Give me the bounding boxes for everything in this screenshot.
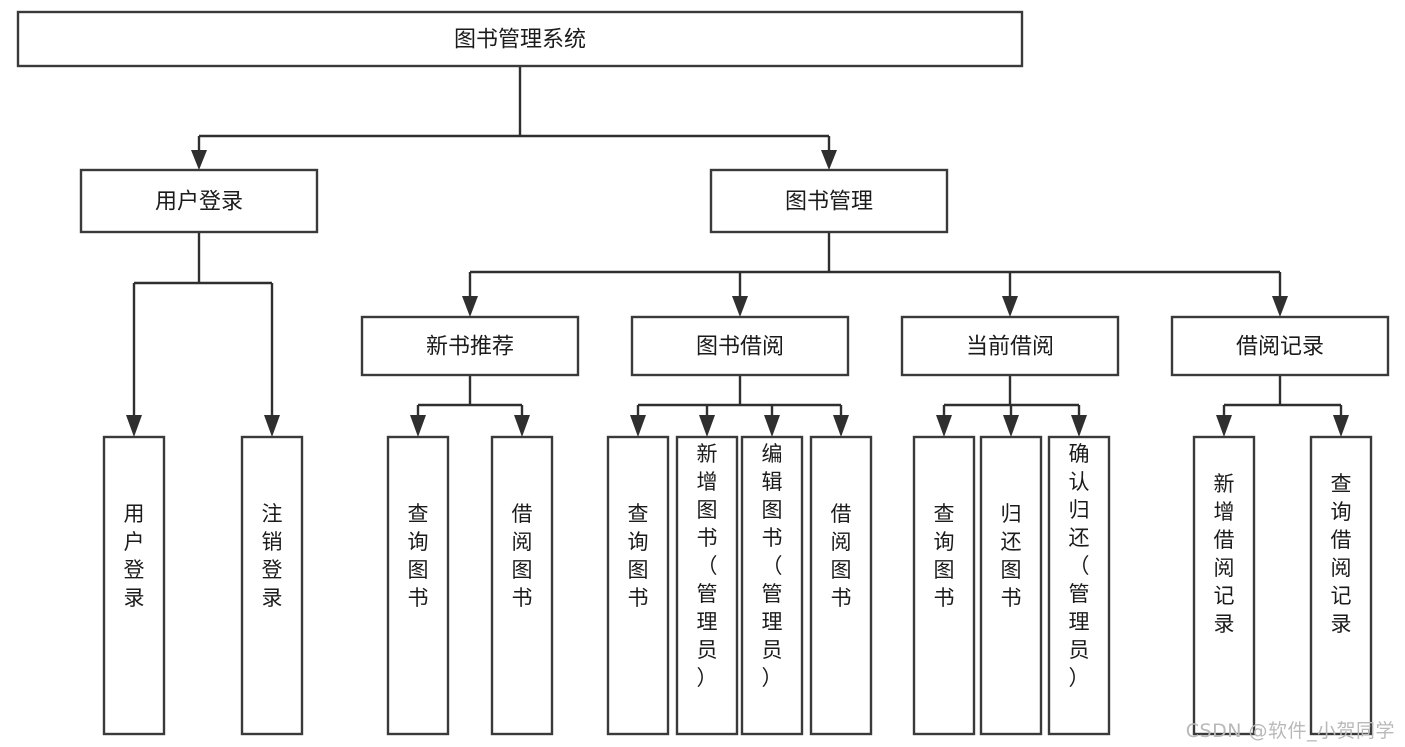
connector-group-current-borrow — [936, 375, 1087, 437]
node-leaf-edit-book[interactable]: 编辑图书（管理员） — [740, 435, 804, 736]
arrow-head-leaf-borrow-book-2 — [833, 415, 849, 437]
connector-group-user-login — [126, 232, 280, 437]
node-borrow-record-label: 借阅记录 — [1236, 335, 1324, 360]
node-leaf-add-book-label: 新增图书（管理员） — [697, 442, 718, 690]
node-leaf-query-book-1-box — [386, 435, 450, 736]
arrow-head-user-login — [191, 150, 207, 170]
arrow-head-leaf-query-book-3 — [936, 415, 952, 437]
node-leaf-query-book-1-label: 查询图书 — [408, 502, 429, 610]
arrow-head-leaf-return-book — [1003, 415, 1019, 437]
node-leaf-confirm-return-label: 确认归还（管理员） — [1069, 442, 1090, 690]
node-leaf-edit-book-box — [740, 435, 804, 736]
node-leaf-query-book-2-box — [606, 435, 670, 736]
node-new-book-recommend[interactable]: 新书推荐 — [360, 315, 580, 377]
arrow-head-leaf-user-login — [126, 415, 142, 437]
node-user-login-box — [79, 168, 319, 234]
node-leaf-logout-login-box — [240, 435, 304, 736]
connector-group-root — [191, 66, 837, 170]
node-leaf-borrow-book-1-label: 借阅图书 — [512, 502, 533, 610]
node-leaf-add-book[interactable]: 新增图书（管理员） — [675, 435, 739, 736]
node-leaf-add-book-box — [675, 435, 739, 736]
node-leaf-query-book-2-label: 查询图书 — [628, 502, 649, 610]
node-leaf-query-book-1[interactable]: 查询图书 — [386, 435, 450, 736]
node-leaf-confirm-return[interactable]: 确认归还（管理员） — [1047, 435, 1111, 736]
node-leaf-user-login-label: 用户登录 — [124, 502, 145, 610]
arrow-head-leaf-add-book — [699, 415, 715, 437]
arrow-head-leaf-confirm-return — [1071, 415, 1087, 437]
node-new-book-recommend-box — [360, 315, 580, 377]
node-leaf-return-book[interactable]: 归还图书 — [979, 435, 1043, 736]
node-leaf-borrow-book-2-box — [809, 435, 873, 736]
node-current-borrow-box — [900, 315, 1120, 377]
node-leaf-borrow-book-1-box — [490, 435, 554, 736]
node-root-label: 图书管理系统 — [454, 28, 586, 53]
node-leaf-return-book-label: 归还图书 — [1001, 502, 1022, 610]
arrow-head-current-borrow — [1002, 296, 1018, 317]
arrow-head-leaf-query-book-1 — [410, 415, 426, 437]
connector-group-book-management — [462, 232, 1288, 317]
node-leaf-user-login-box — [102, 435, 166, 736]
connector-group-new-book-recommend — [410, 375, 530, 437]
node-book-management-label: 图书管理 — [785, 190, 873, 215]
node-book-borrow[interactable]: 图书借阅 — [630, 315, 850, 377]
node-borrow-record-box — [1170, 315, 1390, 377]
node-current-borrow[interactable]: 当前借阅 — [900, 315, 1120, 377]
node-root-book-management-system[interactable]: 图书管理系统 — [16, 10, 1024, 68]
arrow-head-leaf-edit-book — [764, 415, 780, 437]
node-leaf-add-record-label: 新增借阅记录 — [1214, 472, 1235, 636]
node-new-book-recommend-label: 新书推荐 — [426, 335, 514, 360]
arrow-head-new-book-recommend — [462, 296, 478, 317]
node-book-borrow-label: 图书借阅 — [696, 335, 784, 360]
arrow-head-borrow-record — [1272, 296, 1288, 317]
node-book-management-box — [709, 168, 949, 234]
node-user-login-label: 用户登录 — [155, 190, 243, 215]
connector-group-book-borrow — [630, 375, 849, 437]
arrow-head-book-management — [821, 150, 837, 170]
node-leaf-query-book-3-label: 查询图书 — [934, 502, 955, 610]
node-leaf-logout-login-label: 注销登录 — [262, 502, 283, 610]
node-leaf-query-book-3-box — [912, 435, 976, 736]
node-leaf-query-record-label: 查询借阅记录 — [1331, 472, 1352, 636]
arrow-head-leaf-query-record — [1333, 415, 1349, 437]
arrow-head-leaf-query-book-2 — [630, 415, 646, 437]
node-leaf-user-login[interactable]: 用户登录 — [102, 435, 166, 736]
node-leaf-confirm-return-box — [1047, 435, 1111, 736]
node-leaf-add-record[interactable]: 新增借阅记录 — [1192, 435, 1256, 736]
node-leaf-logout-login[interactable]: 注销登录 — [240, 435, 304, 736]
node-book-borrow-box — [630, 315, 850, 377]
connector-group-borrow-record — [1216, 375, 1349, 437]
node-leaf-query-book-2[interactable]: 查询图书 — [606, 435, 670, 736]
node-leaf-borrow-book-2[interactable]: 借阅图书 — [809, 435, 873, 736]
node-leaf-query-book-3[interactable]: 查询图书 — [912, 435, 976, 736]
arrow-head-leaf-add-record — [1216, 415, 1232, 437]
node-book-management[interactable]: 图书管理 — [709, 168, 949, 234]
node-leaf-borrow-book-1[interactable]: 借阅图书 — [490, 435, 554, 736]
node-borrow-record[interactable]: 借阅记录 — [1170, 315, 1390, 377]
node-leaf-edit-book-label: 编辑图书（管理员） — [762, 442, 783, 690]
node-root-box — [16, 10, 1024, 68]
csdn-watermark: CSDN @软件_小贺同学 — [1185, 720, 1395, 742]
node-leaf-add-record-box — [1192, 435, 1256, 736]
node-leaf-query-record-box — [1309, 435, 1373, 736]
node-leaf-return-book-box — [979, 435, 1043, 736]
node-leaf-borrow-book-2-label: 借阅图书 — [831, 502, 852, 610]
node-user-login[interactable]: 用户登录 — [79, 168, 319, 234]
node-leaf-query-record[interactable]: 查询借阅记录 — [1309, 435, 1373, 736]
arrow-head-leaf-borrow-book-1 — [514, 415, 530, 437]
node-current-borrow-label: 当前借阅 — [966, 335, 1054, 360]
arrow-head-book-borrow — [732, 296, 748, 317]
arrow-head-leaf-logout-login — [264, 415, 280, 437]
